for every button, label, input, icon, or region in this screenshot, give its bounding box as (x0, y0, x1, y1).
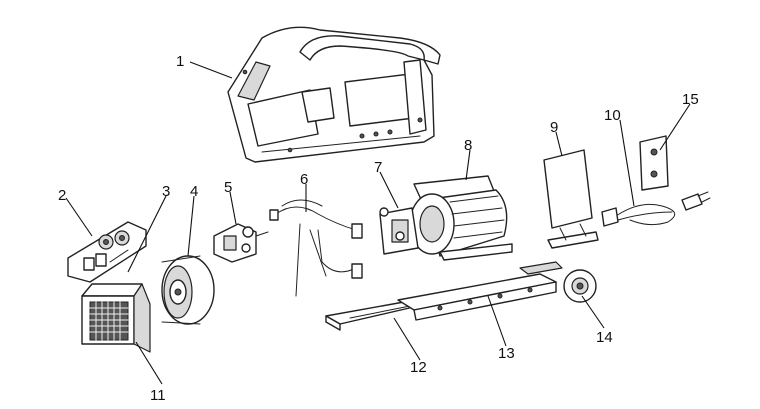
callout-11: 11 (150, 387, 166, 404)
part-1-housing-shell (227, 26, 441, 163)
part-5-switch-block (213, 223, 269, 263)
callout-3: 3 (162, 183, 170, 200)
leader-14 (581, 295, 605, 329)
callout-1: 1 (176, 53, 184, 70)
part-13-base-frame (397, 261, 563, 321)
leader-3 (127, 195, 167, 273)
part-9-vent-plate (543, 149, 599, 249)
leader-lines (65, 61, 691, 385)
leader-4 (187, 195, 195, 257)
part-10-power-cord (601, 191, 711, 227)
callout-14: 14 (596, 329, 613, 346)
part-15-socket-bracket (639, 135, 669, 191)
callout-5: 5 (224, 179, 232, 196)
leader-15 (659, 103, 691, 151)
part-11-filter-grille (81, 283, 151, 353)
callout-labels: 1 2 3 4 5 6 7 8 9 10 11 12 13 14 15 (58, 53, 699, 404)
leader-13 (487, 295, 507, 347)
part-7-pump-head (379, 207, 419, 255)
callout-12: 12 (410, 359, 427, 376)
leader-7 (379, 171, 399, 209)
part-4-fan-wheel (161, 255, 215, 325)
part-2-control-panel (67, 221, 147, 283)
part-12-base-tray (325, 301, 419, 331)
leader-2 (65, 197, 93, 237)
callout-2: 2 (58, 187, 66, 204)
callout-15: 15 (682, 91, 699, 108)
callout-10: 10 (604, 107, 621, 124)
callout-8: 8 (464, 137, 472, 154)
callout-4: 4 (190, 183, 198, 200)
callout-13: 13 (498, 345, 515, 362)
part-8-motor (409, 175, 513, 261)
callout-7: 7 (374, 159, 382, 176)
leader-12 (393, 317, 421, 361)
leader-9 (555, 131, 563, 157)
part-14-wheel (563, 269, 597, 303)
callout-9: 9 (550, 119, 558, 136)
leader-8 (465, 149, 471, 181)
leader-1 (189, 61, 233, 79)
leader-11 (135, 341, 163, 385)
leader-10 (619, 119, 635, 207)
leader-5 (229, 191, 237, 225)
callout-6: 6 (300, 171, 308, 188)
part-6-wiring-harness (269, 199, 363, 297)
